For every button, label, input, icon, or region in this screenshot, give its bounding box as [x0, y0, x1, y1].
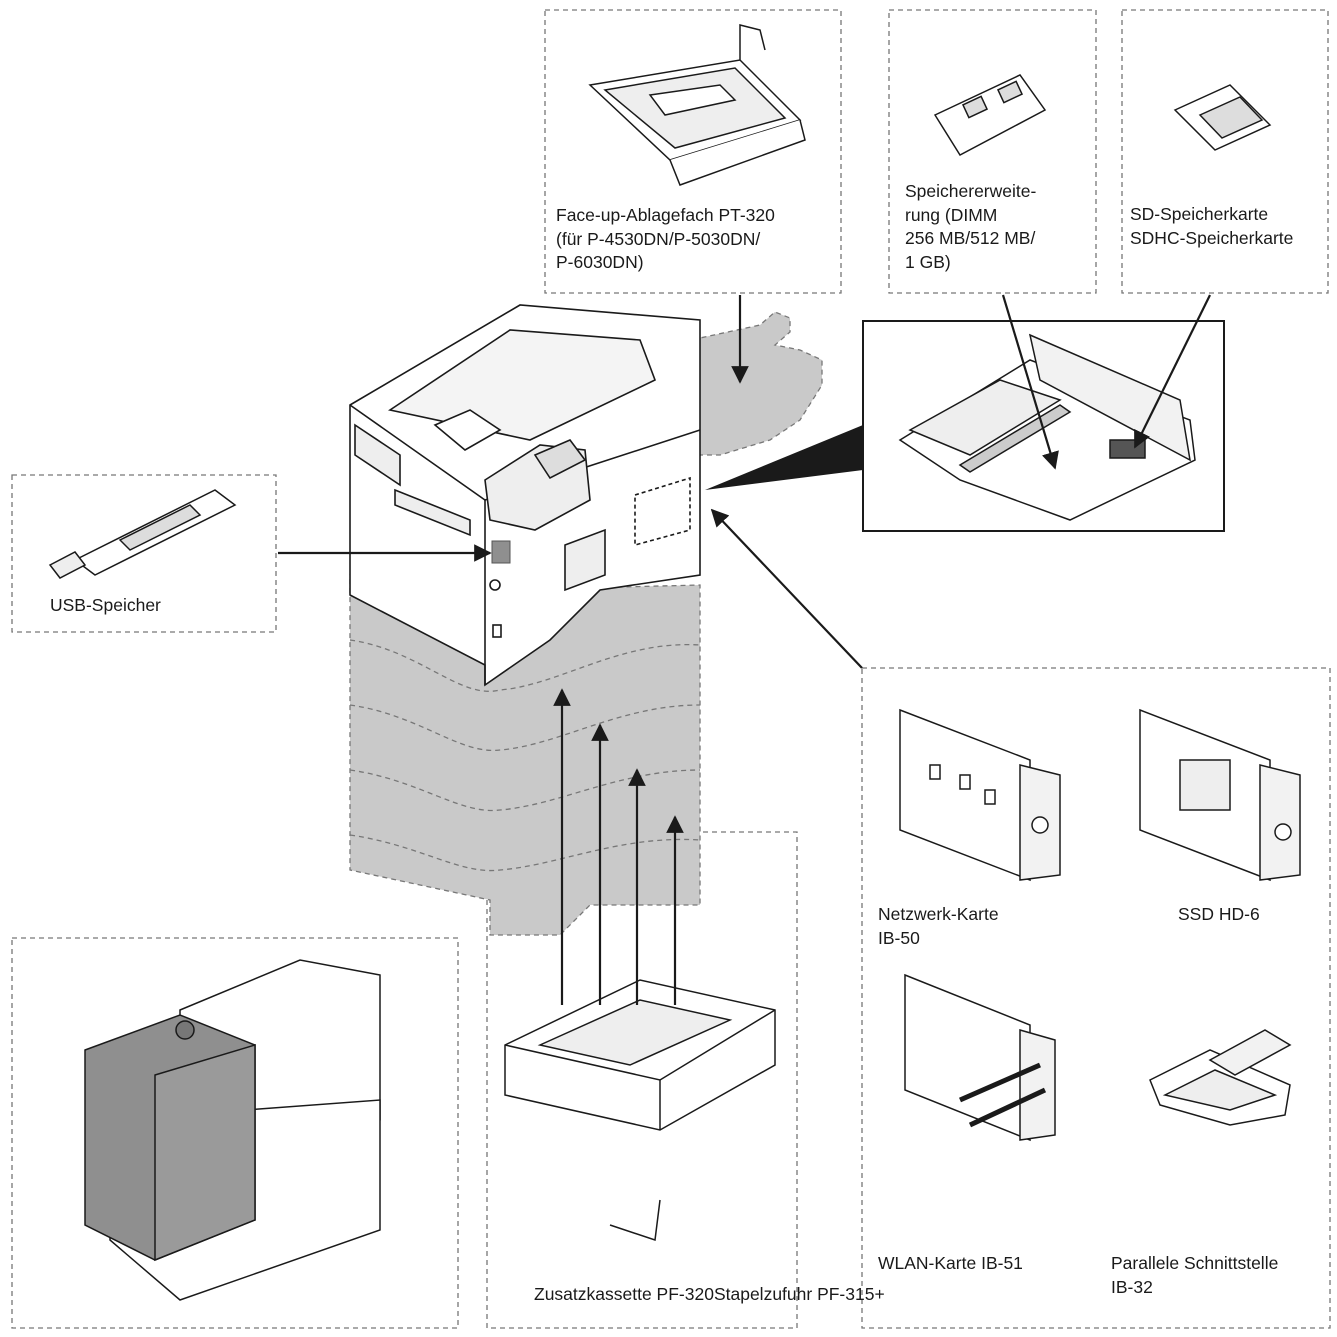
ssd-label: SSD HD-6 [1178, 903, 1260, 927]
usb-stick-illustration [48, 489, 237, 579]
face-up-tray-illustration [588, 24, 806, 186]
memory-box [888, 9, 1097, 294]
sd-card-label: SD-Speicherkarte SDHC-Speicherkarte [1130, 203, 1293, 250]
interface-cards-box [861, 667, 1331, 1329]
sd-card-label-line-1: SD-Speicherkarte [1130, 204, 1269, 224]
paper-feeder-label: Zusatzkassette PF-320Stapelzufuhr PF-315… [534, 1283, 885, 1307]
ssd-label-text: SSD HD-6 [1178, 904, 1260, 924]
face-up-tray-label-line-3: P-6030DN) [556, 252, 644, 272]
wlan-card-label: WLAN-Karte IB-51 [878, 1252, 1023, 1276]
network-card-label: Netzwerk-Karte IB-50 [878, 903, 999, 950]
memory-expansion-label-line-3: 256 MB/512 MB/ [905, 228, 1036, 248]
sd-card-label-line-2: SDHC-Speicherkarte [1130, 227, 1294, 248]
memory-expansion-label-line-2: rung (DIMM [905, 204, 998, 225]
parallel-interface-label-line-1: Parallele Schnittstelle [1111, 1253, 1279, 1273]
controller-pointer-wedge [705, 425, 863, 490]
connection-arrows [278, 294, 1211, 1005]
usb-box [11, 474, 277, 633]
face-up-tray-box [544, 9, 842, 294]
bulk-feeder-box [11, 937, 459, 1329]
dimm-illustration [933, 74, 1047, 156]
printer-main [349, 304, 701, 687]
bulk-feeder-illustration [84, 959, 381, 1301]
parallel-interface-label-line-2: IB-32 [1111, 1276, 1153, 1297]
wlan-card-label-text: WLAN-Karte IB-51 [878, 1253, 1023, 1273]
face-up-tray-label: Face-up-Ablagefach PT-320 (für P-4530DN/… [556, 204, 775, 275]
wlan-card-illustration [904, 973, 1056, 1142]
usb-memory-label: USB-Speicher [50, 594, 161, 618]
parallel-interface-label: Parallele Schnittstelle IB-32 [1111, 1252, 1278, 1299]
network-card-label-line-1: Netzwerk-Karte [878, 904, 999, 924]
memory-expansion-label-line-4: 1 GB) [905, 251, 951, 272]
sd-card-illustration [1173, 84, 1272, 151]
usb-memory-label-text: USB-Speicher [50, 595, 161, 615]
memory-expansion-label: Speichererweite- rung (DIMM 256 MB/512 M… [905, 180, 1036, 274]
paper-feeder-label-text: Zusatzkassette PF-320 [534, 1284, 714, 1304]
network-card-illustration [899, 708, 1061, 882]
paper-feeder-illustration [504, 979, 776, 1242]
network-card-label-line-2: IB-50 [878, 927, 920, 948]
usb-port-indicator [491, 540, 511, 564]
memory-expansion-label-line-1: Speichererweite- [905, 181, 1037, 201]
ssd-illustration [1139, 708, 1301, 882]
face-up-tray-label-line-1: Face-up-Ablagefach PT-320 [556, 205, 775, 225]
face-up-tray-label-line-2: (für P-4530DN/P-5030DN/ [556, 228, 761, 249]
bulk-feeder-label-text: Stapelzufuhr PF-315+ [713, 1284, 885, 1304]
sd-card-box [1121, 9, 1329, 294]
parallel-interface-illustration [1149, 1029, 1292, 1126]
